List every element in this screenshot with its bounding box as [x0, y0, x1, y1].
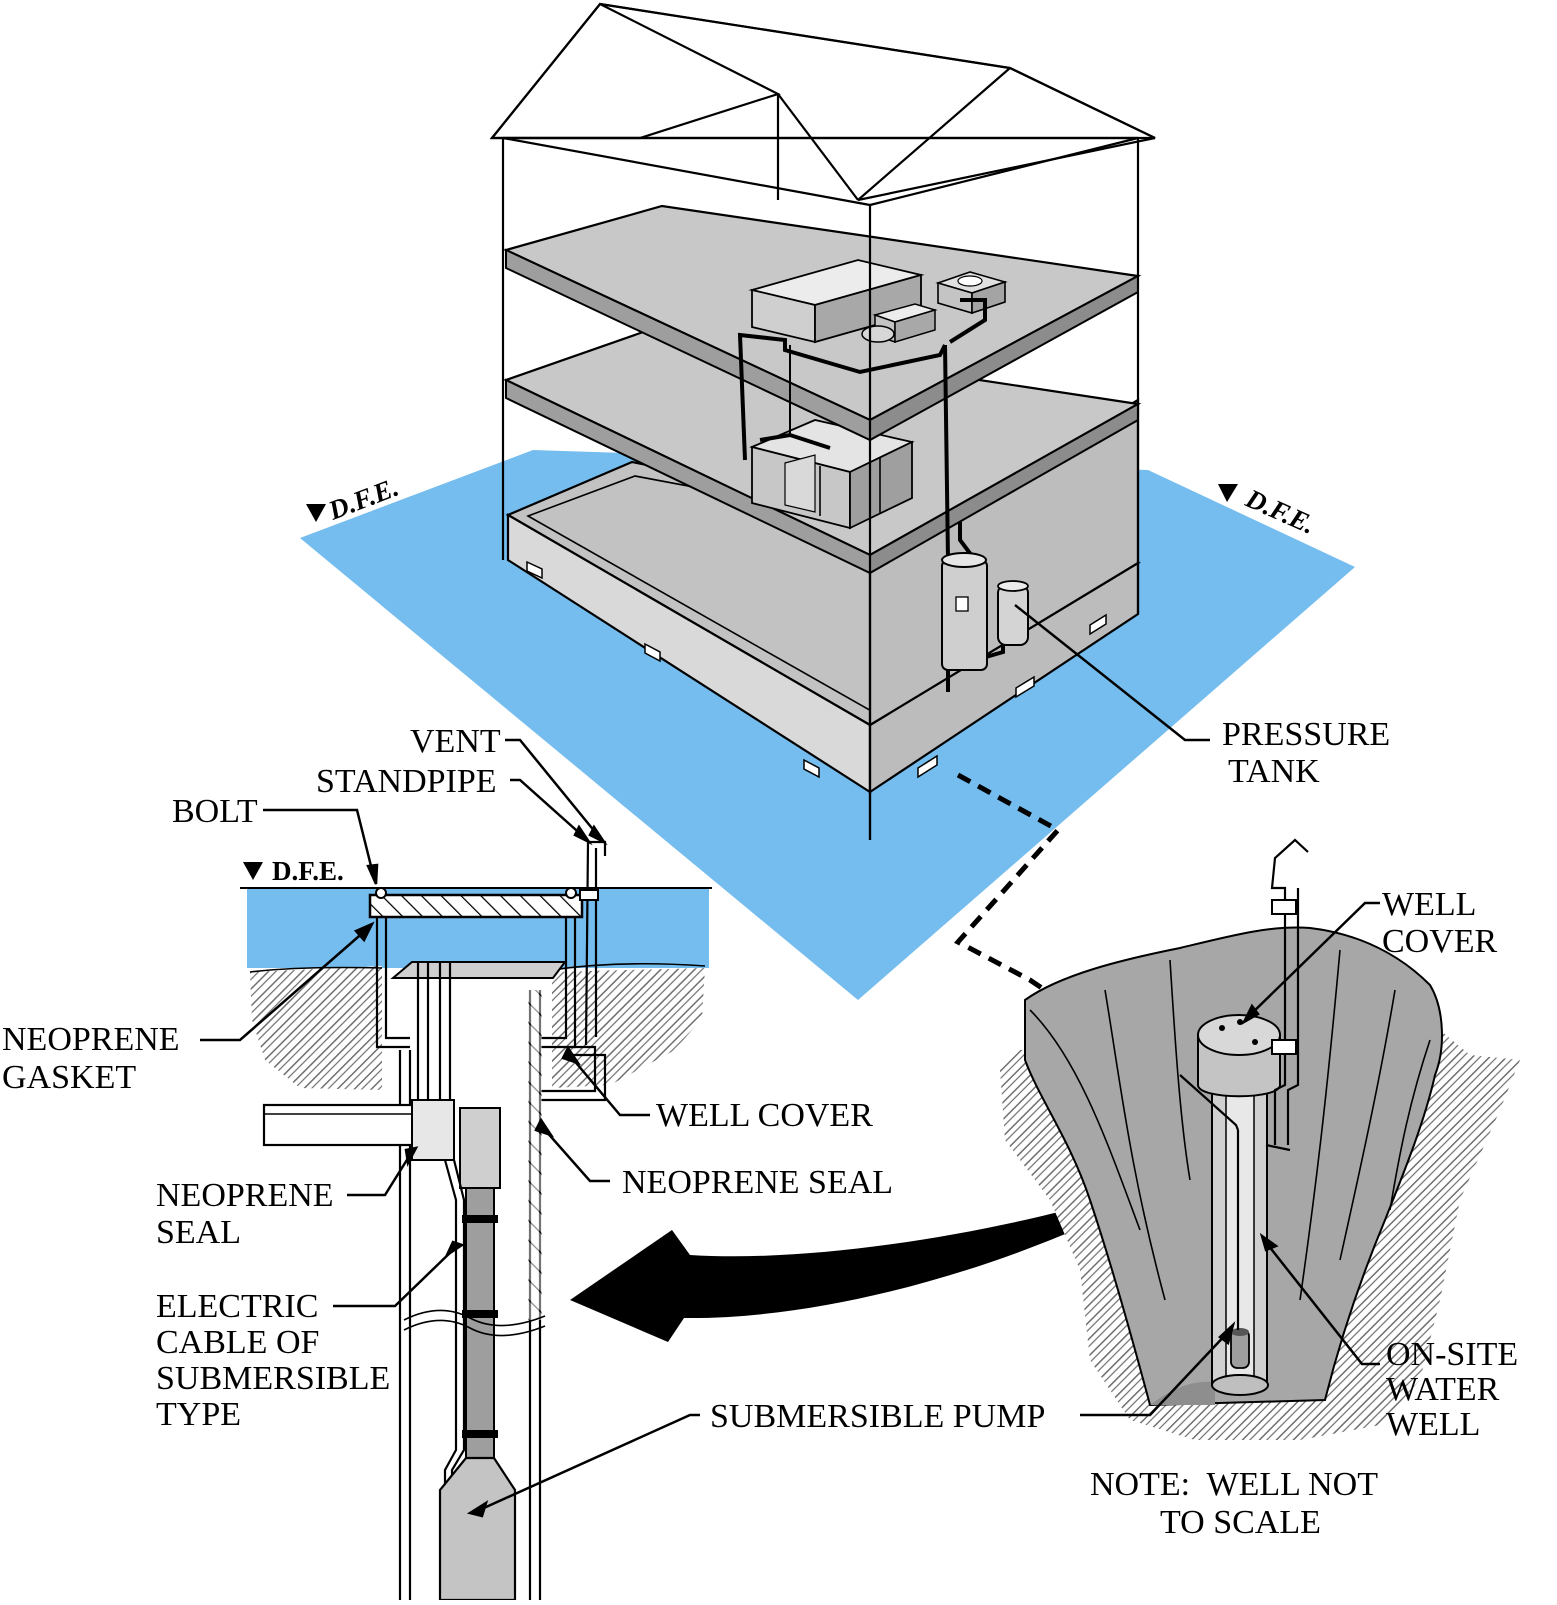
- bathroom-fixtures: [748, 259, 1008, 344]
- dfe-label-section: D.F.E.: [272, 856, 344, 886]
- pitless-adapter: [262, 962, 501, 1189]
- neoprene-seal-left-label-1: NEOPRENE: [156, 1177, 334, 1214]
- submersible-pump-body: [438, 1456, 517, 1602]
- electric-cable-label-2: CABLE OF: [156, 1324, 319, 1361]
- electric-cable-label-4: TYPE: [156, 1396, 241, 1433]
- water-heater: [941, 552, 988, 671]
- section-leaders: [200, 738, 700, 1518]
- note-label-1: NOTE: WELL NOT: [1090, 1466, 1378, 1503]
- dfe-triangle-icon: [306, 504, 326, 522]
- section-ground-left: [250, 966, 382, 1090]
- standpipe-label: STANDPIPE: [316, 763, 497, 800]
- well-cross-section: D.F.E. VENT STANDPIPE BOLT NEOPRENE: [2, 723, 1045, 1602]
- section-ground-right: [552, 968, 705, 1088]
- well-cover-section-label: WELL COVER: [656, 1097, 873, 1134]
- vent-label: VENT: [410, 723, 501, 760]
- neoprene-seal-right-label: NEOPRENE SEAL: [622, 1164, 893, 1201]
- pressure-tank-label-1: PRESSURE: [1222, 716, 1390, 753]
- detail-well-cover: [1197, 1014, 1281, 1098]
- on-site-water-well-label-1: ON-SITE: [1386, 1336, 1518, 1373]
- drop-pipe-and-pump: [403, 1159, 546, 1602]
- on-site-water-well-label-3: WELL: [1386, 1406, 1480, 1443]
- well-cover-detail-label-1: WELL: [1382, 886, 1476, 923]
- submersible-pump-label: SUBMERSIBLE PUMP: [710, 1398, 1045, 1435]
- well-detail: WELL COVER ON-SITE WATER WELL NOTE: WELL…: [1000, 838, 1520, 1541]
- electric-cable-label-3: SUBMERSIBLE: [156, 1360, 390, 1397]
- on-site-water-well-label-2: WATER: [1386, 1371, 1500, 1408]
- well-cover-plate: [368, 893, 584, 919]
- foundation-vents: [526, 560, 1107, 779]
- note-label-2: TO SCALE: [1160, 1504, 1321, 1541]
- neoprene-seal-left-label-2: SEAL: [156, 1214, 241, 1251]
- dfe-triangle-icon: [1218, 484, 1238, 502]
- detail-leaders: [1080, 901, 1380, 1417]
- bolt-label: BOLT: [172, 793, 258, 830]
- neoprene-gasket-label-1: NEOPRENE: [2, 1021, 180, 1058]
- pressure-tank-label-2: TANK: [1228, 753, 1320, 790]
- electric-cable-label-1: ELECTRIC: [156, 1288, 318, 1325]
- house-frame: [489, 2, 1156, 840]
- dfe-triangle-icon: [243, 862, 263, 880]
- house-illustration: D.F.E. D.F.E. PRESSURE TANK: [300, 2, 1390, 1000]
- callout-arrow-icon: [570, 1172, 1190, 1342]
- well-cover-detail-label-2: COVER: [1382, 923, 1498, 960]
- vent-standpipe: [540, 840, 607, 1102]
- neoprene-gasket-label-2: GASKET: [2, 1059, 136, 1096]
- pressure-tank: [997, 580, 1029, 646]
